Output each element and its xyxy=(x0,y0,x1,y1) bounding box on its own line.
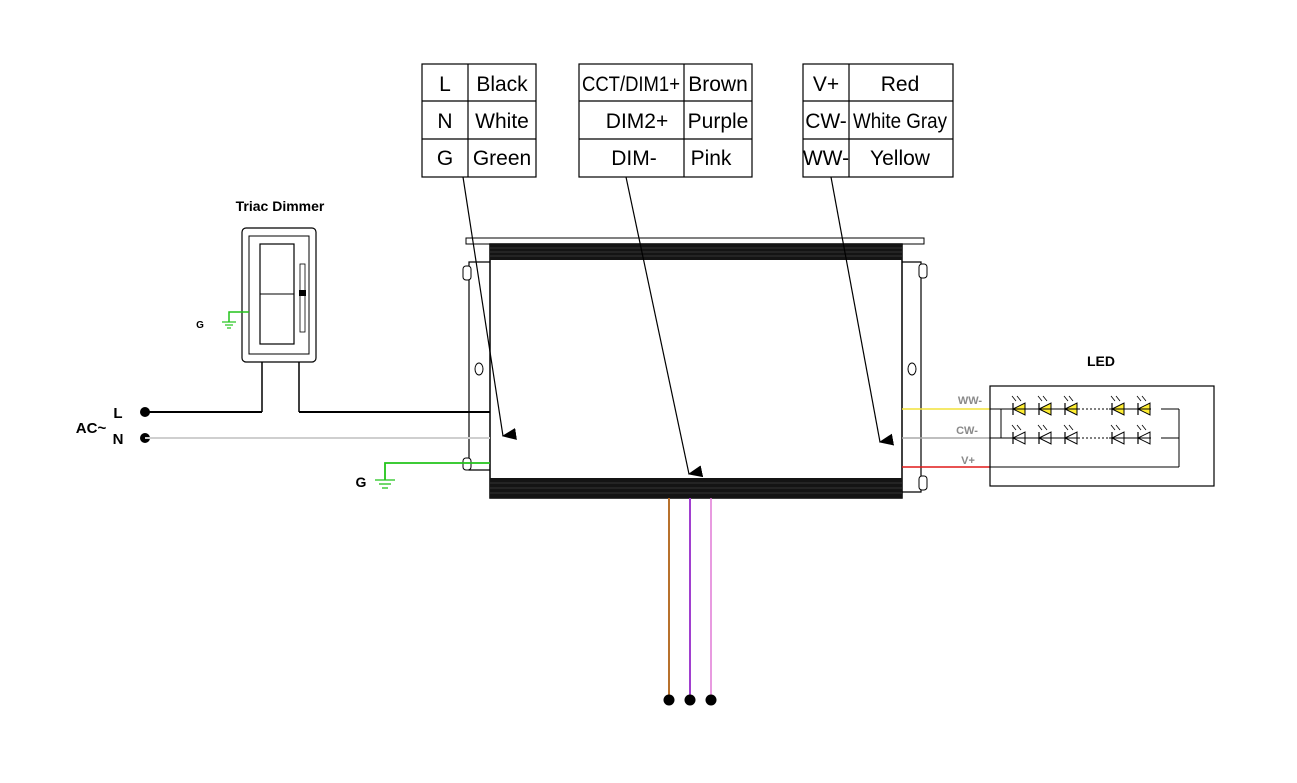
vplus-label: V+ xyxy=(961,455,975,467)
ac-table-color: Black xyxy=(476,73,528,96)
triac-dimmer: Triac Dimmer xyxy=(236,198,325,412)
led-table-term: V+ xyxy=(813,73,839,96)
cool-white-led-icon xyxy=(1010,424,1026,445)
main-ground: G xyxy=(356,462,490,490)
ww-label: WW- xyxy=(958,395,983,407)
led-load: LED xyxy=(989,353,1215,487)
cool-white-led-icon xyxy=(1135,424,1151,445)
ac-table-term: G xyxy=(437,147,453,170)
ac-wire-table: L Black N White G Green xyxy=(421,63,537,178)
dim-minus-terminal xyxy=(705,694,717,706)
led-table-term: CW- xyxy=(805,110,847,133)
led-table-color: Yellow xyxy=(870,147,931,170)
led-table-color: White Gray xyxy=(853,110,947,133)
dim-table-color: Brown xyxy=(688,73,748,96)
ac-table-color: White xyxy=(475,110,529,133)
warm-white-led-icon xyxy=(1062,395,1078,416)
ac-n-label: N xyxy=(113,431,124,448)
ac-table-color: Green xyxy=(473,147,531,170)
dim-wire-table: CCT/DIM1+ Brown DIM2+ Purple DIM- Pink xyxy=(578,63,753,178)
led-output-wires: WW- CW- V+ xyxy=(902,395,990,468)
dim-table-color: Purple xyxy=(688,110,749,133)
led-table-term: WW- xyxy=(803,147,849,170)
warm-white-led-icon xyxy=(1010,395,1026,416)
dimming-wires xyxy=(663,498,717,706)
cw-label: CW- xyxy=(956,425,978,437)
ac-table-term: N xyxy=(437,110,452,133)
warm-white-led-icon xyxy=(1109,395,1125,416)
ac-table-term: L xyxy=(439,73,451,96)
led-label: LED xyxy=(1087,353,1115,369)
dim-table-color: Pink xyxy=(691,147,732,170)
dim-table-term: DIM- xyxy=(611,147,657,170)
ac-l-label: L xyxy=(113,405,122,422)
triac-dimmer-label: Triac Dimmer xyxy=(236,198,325,214)
ac-input: AC~ L N xyxy=(76,405,490,448)
led-table-color: Red xyxy=(881,73,920,96)
dim-table-term: CCT/DIM1+ xyxy=(582,73,680,96)
ac-source-label: AC~ xyxy=(76,420,107,437)
dim-table-term: DIM2+ xyxy=(606,110,668,133)
led-driver-housing xyxy=(462,237,928,499)
dimmer-ground-label: G xyxy=(196,320,204,331)
leader-arrows xyxy=(462,176,895,478)
ground-label: G xyxy=(356,474,367,490)
dim1-terminal xyxy=(663,694,675,706)
dimmer-ground: G xyxy=(196,311,249,331)
led-box xyxy=(989,385,1215,487)
cool-white-led-icon xyxy=(1062,424,1078,445)
led-wire-table: V+ Red CW- White Gray WW- Yellow xyxy=(802,63,954,178)
dim2-terminal xyxy=(684,694,696,706)
warm-white-led-icon xyxy=(1036,395,1052,416)
cool-white-led-icon xyxy=(1036,424,1052,445)
cool-white-led-icon xyxy=(1109,424,1125,445)
warm-white-led-icon xyxy=(1135,395,1151,416)
